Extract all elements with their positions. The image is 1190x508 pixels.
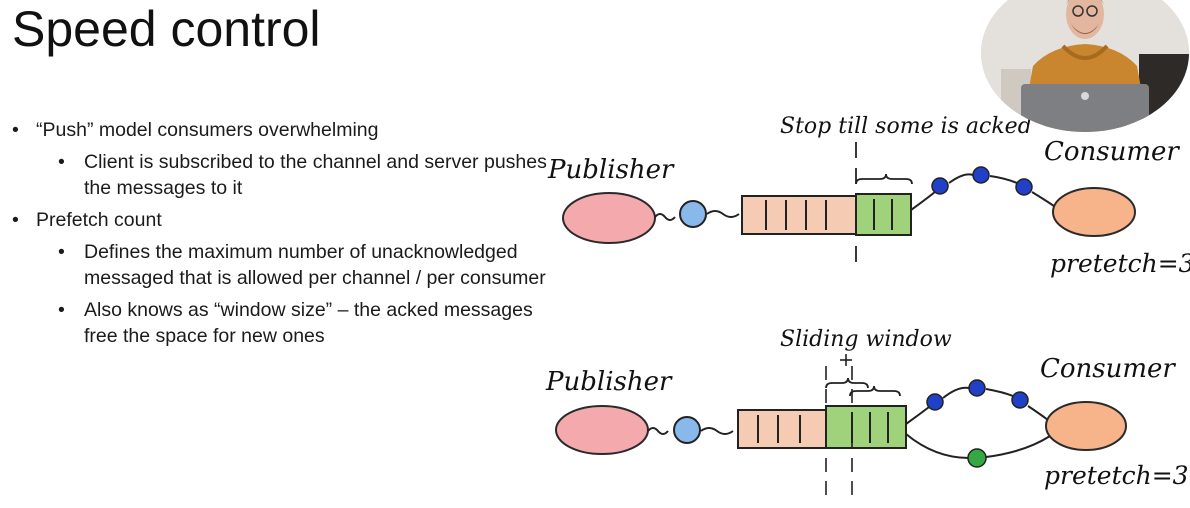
top-prefetch-label: pretetch=3 [1050, 249, 1190, 278]
bullet-prefetch-count: Prefetch count [10, 207, 560, 233]
laptop-logo-icon [1081, 92, 1089, 100]
bottom-acked-brace [825, 377, 869, 389]
bottom-link-out-2 [942, 386, 970, 399]
bullet-push-model: “Push” model consumers overwhelming [10, 117, 560, 143]
bottom-publisher-label: Publisher [545, 367, 673, 397]
bottom-annotation: Sliding window [780, 327, 952, 352]
bottom-ack-link-2 [985, 435, 1051, 458]
top-message-1 [931, 177, 949, 195]
top-link-out-4 [1031, 191, 1055, 207]
bottom-queue-slots [757, 415, 801, 443]
bottom-message-2 [968, 379, 986, 397]
bottom-link-out-4 [1027, 405, 1049, 421]
top-queue [741, 195, 857, 235]
top-window-slots [873, 199, 893, 230]
top-message-in-flight [679, 200, 707, 228]
top-consumer-label: Consumer [1044, 137, 1180, 167]
bottom-diagram: Publisher Sliding window Consumer pretet… [545, 327, 1189, 496]
bottom-prefetch-label: pretetch=3 [1044, 461, 1189, 490]
bottom-link-squiggle-2 [700, 427, 734, 435]
bottom-window-brace [849, 385, 901, 397]
bottom-message-in-flight [673, 416, 701, 444]
top-message-2 [972, 166, 990, 184]
bottom-link-squiggle [647, 427, 669, 435]
bottom-publisher-node [555, 405, 649, 455]
top-diagram: Publisher Stop till some is acked Consum… [547, 114, 1190, 278]
top-consumer-node [1052, 187, 1136, 237]
bottom-queue [737, 409, 827, 449]
bottom-message-3 [1011, 391, 1029, 409]
top-link-squiggle [654, 213, 676, 221]
top-publisher-node [562, 192, 656, 244]
bottom-consumer-node [1045, 401, 1127, 451]
top-publisher-label: Publisher [547, 155, 675, 185]
bullet-client-subscribed: Client is subscribed to the channel and … [10, 149, 560, 201]
bottom-message-1 [926, 393, 944, 411]
top-link-out-3 [989, 175, 1018, 184]
top-message-3 [1015, 178, 1033, 196]
bottom-link-out-3 [985, 388, 1014, 397]
top-window [855, 193, 912, 236]
top-queue-slots [765, 200, 827, 230]
bullet-list: “Push” model consumers overwhelming Clie… [10, 117, 560, 355]
top-window-brace [855, 173, 913, 185]
top-annotation: Stop till some is acked [780, 114, 1032, 139]
bullet-max-unacked: Defines the maximum number of unacknowle… [10, 239, 560, 291]
bottom-ack-message [967, 448, 987, 468]
bottom-ack-link [905, 433, 970, 459]
bottom-consumer-label: Consumer [1040, 354, 1176, 384]
laptop [1021, 84, 1149, 132]
slide-title: Speed control [12, 1, 321, 57]
top-link-squiggle-2 [706, 210, 740, 218]
top-link-out-2 [948, 173, 974, 184]
bullet-window-size: Also knows as “window size” – the acked … [10, 297, 560, 349]
bottom-window [825, 405, 907, 449]
